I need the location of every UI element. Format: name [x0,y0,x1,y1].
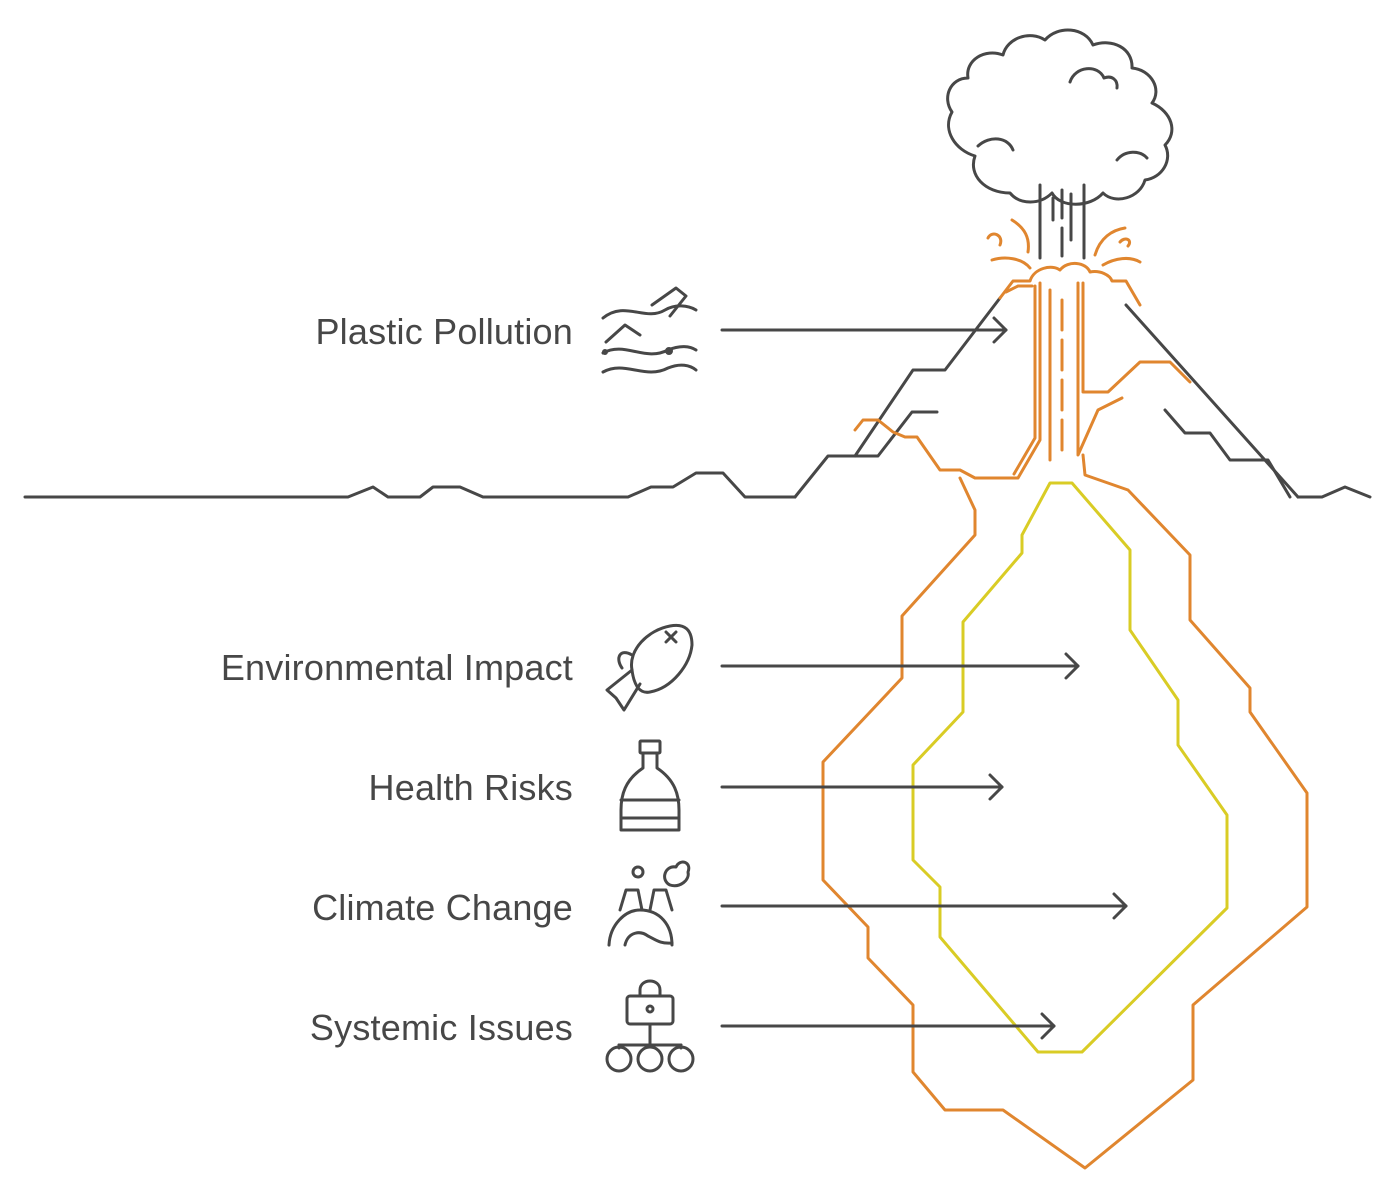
volcano-mountain [793,296,1300,499]
arrow-environmental-impact [720,652,1080,680]
ground-line [23,471,797,499]
crater-lava [853,218,1192,480]
magma-chamber-outer [821,453,1309,1170]
arrow-climate-change [720,892,1128,920]
arrow-health-risks [720,773,1004,801]
ground-line-right [1296,485,1372,499]
arrow-systemic-issues [720,1012,1056,1040]
eruption-cloud [946,28,1174,206]
plastic-bottle-in-water-icon [601,286,698,374]
health-risks-label: Health Risks [368,767,573,808]
environmental-impact-label: Environmental Impact [220,647,573,688]
smoke-column [1038,183,1086,260]
factory-smoke-globe-icon [607,860,691,947]
dead-fish-icon [605,623,694,712]
systemic-issues-label: Systemic Issues [309,1007,573,1048]
climate-change-label: Climate Change [312,887,573,928]
plastic-pollution-label: Plastic Pollution [315,311,573,352]
magma-chamber-inner [911,481,1229,1054]
arrow-plastic-pollution [720,316,1008,344]
lock-hierarchy-icon [605,979,695,1073]
bottle-icon [619,739,681,832]
